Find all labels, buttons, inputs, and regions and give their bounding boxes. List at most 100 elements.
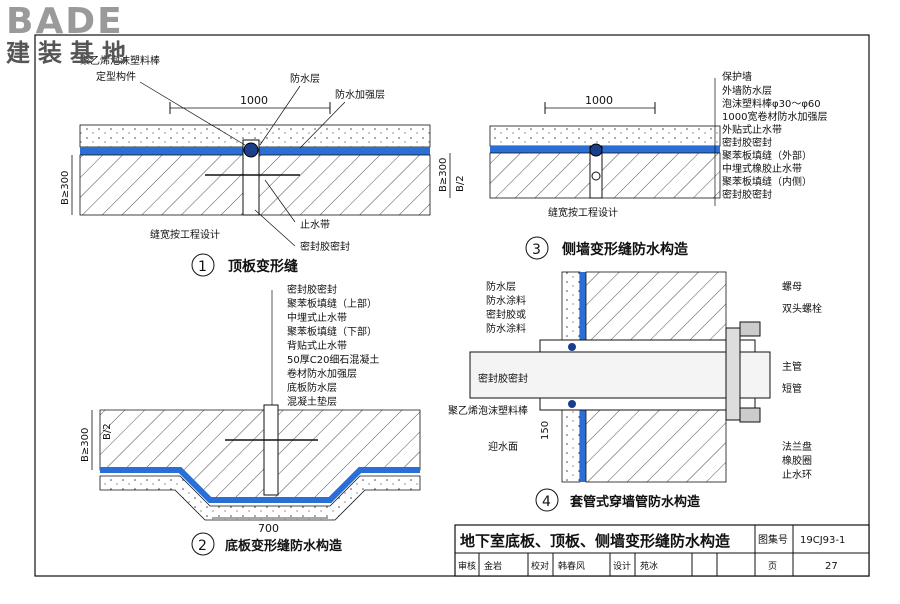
d3-waterstop <box>591 171 601 181</box>
d2-label-3: 聚苯板填缝（下部） <box>287 325 377 338</box>
d1-label-joint-width: 缝宽按工程设计 <box>150 228 220 241</box>
d4-dim-150: 150 <box>540 421 551 440</box>
watermark-brand: BADE <box>6 1 124 42</box>
detail-3: 1000 B≥300 B/2 缝宽按工程设计 保护墙 外墙防水层 泡沫塑料棒φ3… <box>438 70 827 260</box>
d1-label-reinforce: 防水加强层 <box>335 88 385 101</box>
d4-left-foam: 聚乙烯泡沫塑料棒 <box>448 404 528 417</box>
d1-label-fixture: 定型构件 <box>96 70 136 83</box>
d3-wall <box>489 152 721 199</box>
atlas-label: 图集号 <box>758 533 788 546</box>
d1-title: 顶板变形缝 <box>228 258 298 275</box>
page-label: 页 <box>768 561 777 572</box>
d3-joint-width: 缝宽按工程设计 <box>548 206 618 219</box>
d4-foam-bottom <box>568 400 576 408</box>
d2-label-5: 50厚C20细石混凝土 <box>287 353 379 366</box>
d4-main-pipe <box>469 351 771 399</box>
d2-dim-height: B≥300 <box>80 428 91 462</box>
d2-number: 2 <box>198 538 207 554</box>
d1-dim-height: B≥300 <box>60 171 71 205</box>
d4-right-label-4: 法兰盘 <box>782 440 812 453</box>
d4-nut-top <box>739 321 761 337</box>
d4-left-label-1: 防水涂料 <box>486 294 526 307</box>
title-block-title: 地下室底板、顶板、侧墙变形缝防水构造 <box>460 532 730 550</box>
d4-left-label-0: 防水层 <box>486 280 516 293</box>
d1-joint <box>242 139 260 216</box>
d4-title: 套管式穿墙管防水构造 <box>569 494 701 510</box>
design-label: 设计 <box>613 560 631 572</box>
d2-label-7: 底板防水层 <box>287 381 337 394</box>
watermark-cn: 建装基地 <box>6 39 134 67</box>
detail-2: 700 B≥300 B/2 密封胶密封 聚苯板填缝（上部） 中埋式止水带 聚苯板… <box>80 283 421 556</box>
d1-number: 1 <box>198 259 207 275</box>
d4-right-label-2: 主管 <box>782 360 802 373</box>
d2-label-0: 密封胶密封 <box>287 283 337 296</box>
d4-right-label-1: 双头螺栓 <box>782 302 822 315</box>
d4-left-label-2: 密封胶或 <box>486 308 526 321</box>
checker-name: 韩春风 <box>558 560 585 572</box>
d4-number: 4 <box>542 494 551 510</box>
d3-label-5: 密封胶密封 <box>722 136 772 149</box>
d2-number-circle <box>191 532 215 556</box>
d4-flange <box>725 327 741 421</box>
reviewer-name: 金岩 <box>484 560 502 572</box>
d1-label-foam: 聚乙烯泡沫塑料棒 <box>80 54 160 67</box>
page-number: 27 <box>825 561 838 572</box>
d2-waterproof-blue <box>100 467 420 503</box>
d1-foam-rod <box>243 142 259 158</box>
d3-label-6: 聚苯板填缝（外部） <box>722 149 812 162</box>
d2-label-1: 聚苯板填缝（上部） <box>287 297 377 310</box>
d4-left-label-3: 防水涂料 <box>486 322 526 335</box>
d1-label-waterproof: 防水层 <box>290 72 320 85</box>
d3-dim-half: B/2 <box>455 175 466 192</box>
designer-name: 苑冰 <box>640 560 658 572</box>
d2-label-4: 背贴式止水带 <box>287 339 347 352</box>
d1-number-circle <box>191 253 215 277</box>
d3-protect-wall <box>489 125 721 147</box>
d2-cushion <box>99 475 421 521</box>
d2-label-8: 混凝土垫层 <box>287 395 337 408</box>
d3-label-0: 保护墙 <box>722 70 752 83</box>
d1-dim-width: 1000 <box>240 94 268 107</box>
d1-label-sealant: 密封胶密封 <box>300 240 350 253</box>
d3-label-3: 1000宽卷材防水加强层 <box>722 110 827 123</box>
review-label: 审核 <box>458 560 476 572</box>
detail-1: 1000 B≥300 聚乙烯泡沫塑料棒 定型构件 防水层 防水加强层 止水带 缝… <box>60 54 431 277</box>
atlas-number: 19CJ93-1 <box>800 535 845 546</box>
d3-foam-rod <box>589 143 603 157</box>
watermark-logo: BADE 建装基地 <box>6 1 134 67</box>
d3-dim-height: B≥300 <box>438 158 449 192</box>
d3-title: 侧墙变形缝防水构造 <box>562 241 688 258</box>
d4-left-mid: 密封胶密封 <box>478 372 528 385</box>
title-block: 地下室底板、顶板、侧墙变形缝防水构造 图集号 19CJ93-1 审核 金岩 校对… <box>454 524 870 577</box>
d4-right-label-5: 橡胶圈 <box>782 454 812 467</box>
d2-label-2: 中埋式止水带 <box>287 311 347 324</box>
d3-label-7: 中埋式橡胶止水带 <box>722 162 802 175</box>
d2-label-6: 卷材防水加强层 <box>287 367 357 380</box>
detail-4: 防水层 防水涂料 密封胶或 防水涂料 密封胶密封 聚乙烯泡沫塑料棒 150 迎水… <box>448 271 822 512</box>
d3-waterproof-blue <box>490 146 720 153</box>
d4-right-label-3: 短管 <box>782 382 802 395</box>
d3-label-9: 密封胶密封 <box>722 188 772 201</box>
d4-right-label-6: 止水环 <box>782 469 812 481</box>
sheet-frame <box>34 34 870 577</box>
d4-right-label-0: 螺母 <box>782 281 802 293</box>
d3-label-2: 泡沫塑料棒φ30～φ60 <box>722 97 821 110</box>
d2-joint <box>263 404 279 496</box>
check-label: 校对 <box>531 560 549 572</box>
d3-label-4: 外贴式止水带 <box>722 123 782 136</box>
d2-dim-width: 700 <box>258 522 279 535</box>
d2-dim-half: B/2 <box>102 423 113 440</box>
d4-number-circle <box>535 488 559 512</box>
d1-label-waterstop: 止水带 <box>300 219 330 231</box>
d4-water-face: 迎水面 <box>488 441 518 453</box>
d3-number: 3 <box>532 242 541 258</box>
d3-number-circle <box>525 236 549 260</box>
d3-dim-width: 1000 <box>585 94 613 107</box>
d3-label-1: 外墙防水层 <box>722 84 772 97</box>
d4-foam-top <box>568 343 576 351</box>
d4-nut-bottom <box>739 407 761 423</box>
d3-label-8: 聚苯板填缝（内侧） <box>722 175 812 188</box>
d2-title: 底板变形缝防水构造 <box>225 538 343 554</box>
